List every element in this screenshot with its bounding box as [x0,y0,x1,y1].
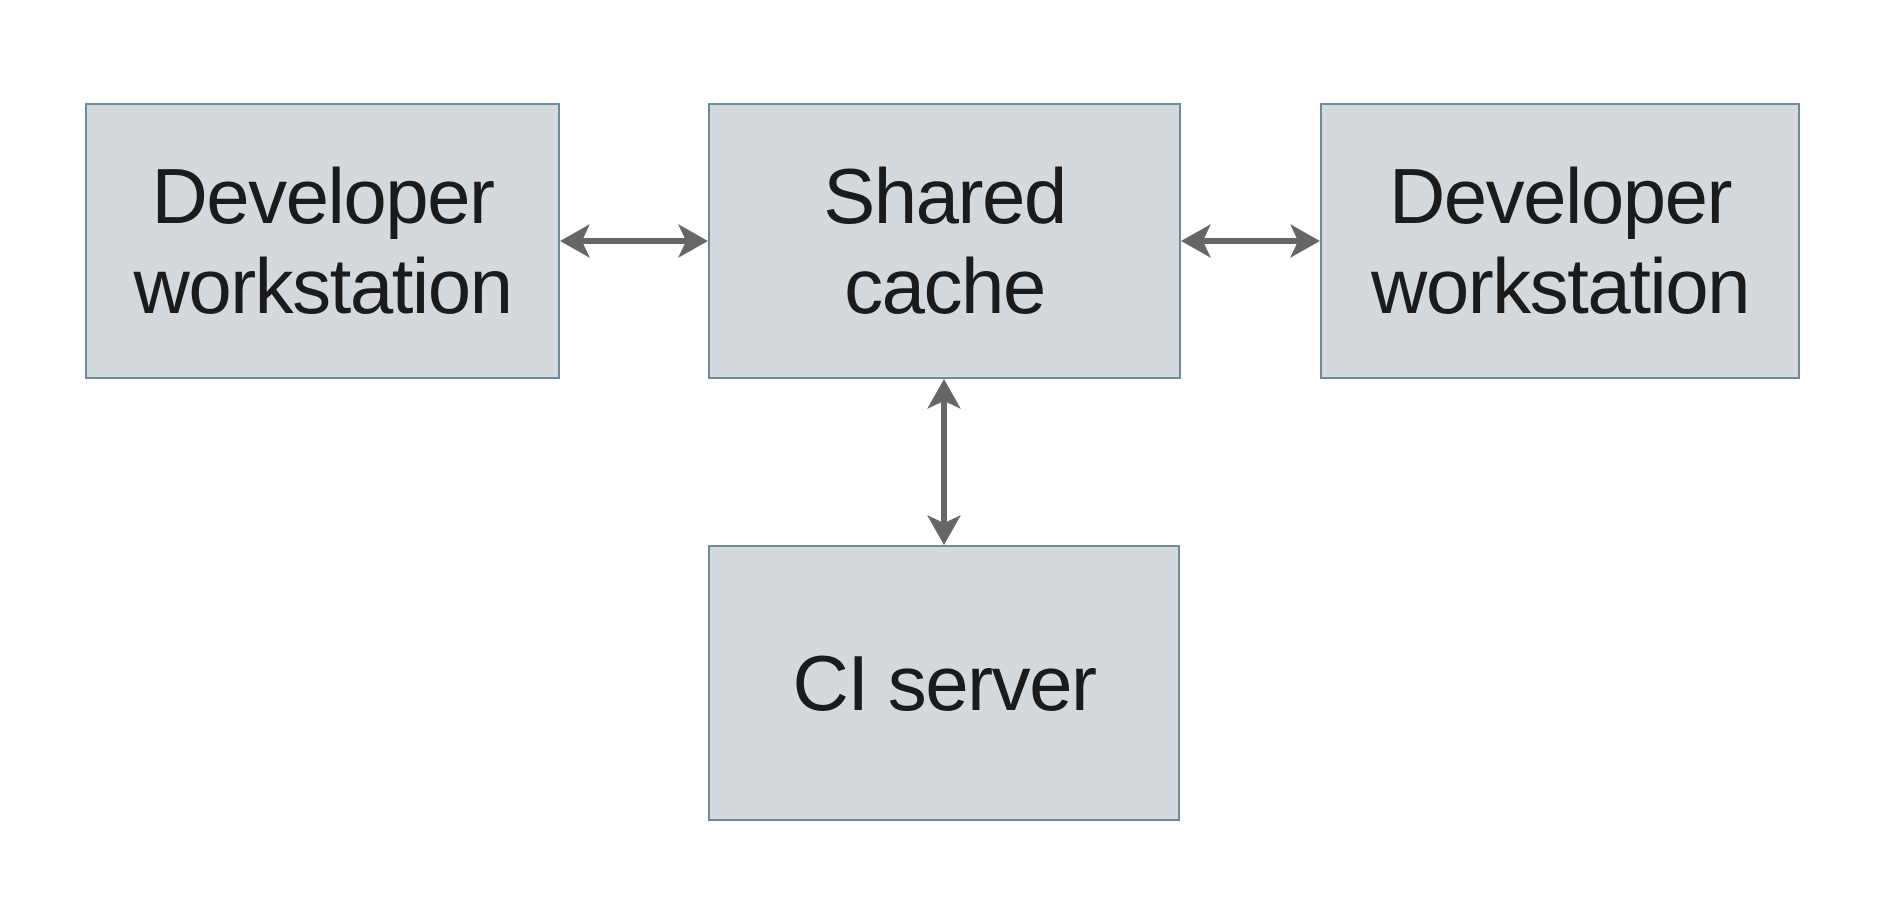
arrowhead-left-icon [560,224,590,258]
arrowhead-up-icon [927,379,961,409]
bidirectional-arrow-cache-ci-server [927,379,961,545]
node-shared-cache: Shared cache [708,103,1181,379]
arrowhead-down-icon [927,515,961,545]
node-ci-server-label: CI server [792,638,1097,728]
label-line: Shared [823,151,1067,240]
arrowhead-right-icon [1290,224,1320,258]
node-shared-cache-label: Shared cache [823,151,1067,332]
node-developer-workstation-left: Developer workstation [85,103,560,379]
bidirectional-arrow-left-workstation-cache [560,224,708,258]
bidirectional-arrow-cache-right-workstation [1181,224,1320,258]
node-developer-workstation-left-label: Developer workstation [133,151,514,332]
arrowhead-right-icon [678,224,708,258]
label-line: Developer [1388,151,1733,240]
node-ci-server: CI server [708,545,1180,821]
label-line: workstation [1371,242,1751,330]
label-line: Developer [151,151,495,240]
node-developer-workstation-right: Developer workstation [1320,103,1800,379]
label-line: CI server [792,638,1097,727]
label-line: cache [844,242,1046,330]
node-developer-workstation-right-label: Developer workstation [1371,151,1751,332]
label-line: workstation [133,242,514,330]
arrowhead-left-icon [1181,224,1211,258]
